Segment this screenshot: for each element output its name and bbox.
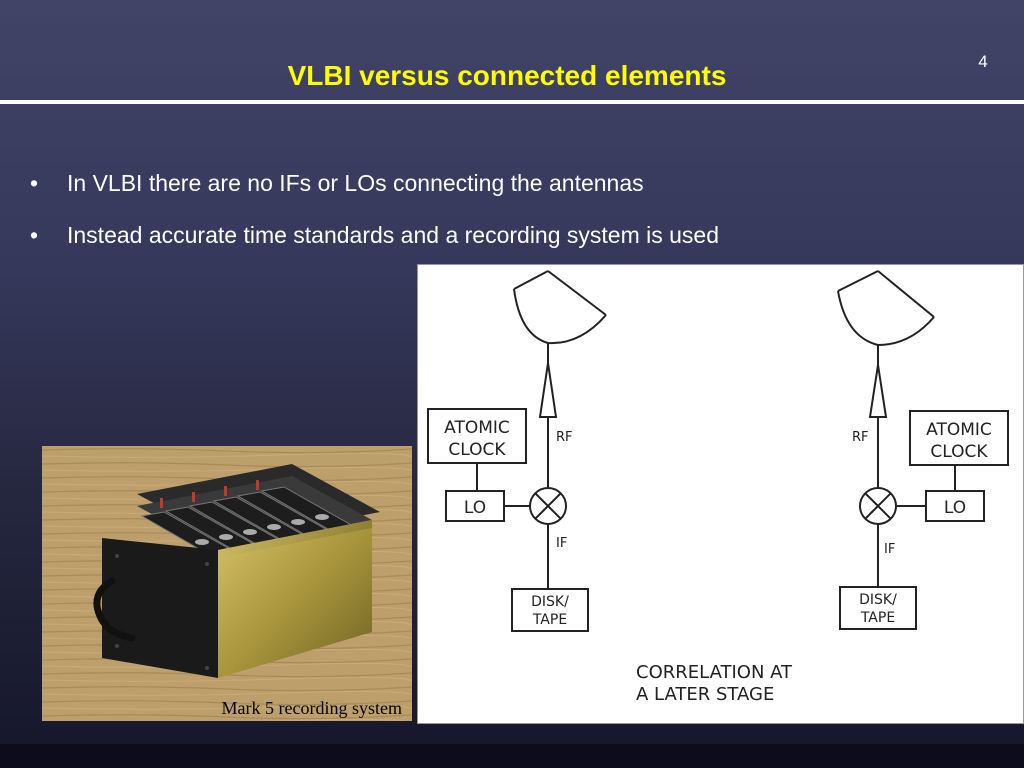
right-lo-label: LO — [944, 498, 966, 518]
footer-band — [0, 744, 1024, 768]
slide-title: VLBI versus connected elements — [287, 60, 727, 91]
left-mixer-icon — [529, 487, 567, 525]
left-if-label: IF — [556, 536, 567, 551]
right-rf-label: RF — [852, 430, 869, 445]
bullet-marker: • — [30, 222, 39, 248]
left-clock-label-1: ATOMIC — [444, 418, 510, 438]
slide-number: 4 — [978, 52, 988, 71]
mark5-illustration — [42, 446, 412, 721]
mark5-photo: Mark 5 recording system — [42, 446, 412, 721]
right-antenna-icon — [837, 270, 935, 418]
left-recorder-box — [511, 588, 589, 632]
bullet-text: Instead accurate time standards and a re… — [67, 222, 720, 248]
title-divider — [0, 100, 1024, 104]
left-rf-label: RF — [556, 430, 573, 445]
right-lo-box — [925, 490, 985, 522]
bullet-item: • Instead accurate time standards and a … — [30, 220, 719, 250]
right-if-label: IF — [884, 542, 895, 557]
correlation-note-1: CORRELATION AT — [636, 662, 793, 683]
vlbi-schematic: ATOMIC CLOCK LO RF IF DISK/ TAPE ATOMIC … — [427, 270, 1009, 705]
right-recorder-label-2: TAPE — [860, 610, 895, 626]
right-recorder-box — [839, 586, 917, 630]
right-clock-label-1: ATOMIC — [926, 420, 992, 440]
bullet-text: In VLBI there are no IFs or LOs connecti… — [67, 170, 644, 196]
left-atomic-clock-box — [427, 408, 527, 464]
left-lo-box — [445, 490, 505, 522]
left-recorder-label-2: TAPE — [532, 612, 567, 628]
left-antenna-icon — [513, 270, 607, 418]
right-recorder-label-1: DISK/ — [859, 592, 897, 608]
correlation-note-2: A LATER STAGE — [636, 684, 774, 705]
right-atomic-clock-box — [909, 410, 1009, 466]
left-lo-label: LO — [464, 498, 486, 518]
bullet-list: • In VLBI there are no IFs or LOs connec… — [30, 168, 719, 272]
left-clock-label-2: CLOCK — [448, 440, 506, 460]
right-clock-label-2: CLOCK — [930, 442, 988, 462]
photo-caption: Mark 5 recording system — [221, 698, 402, 718]
bullet-item: • In VLBI there are no IFs or LOs connec… — [30, 168, 719, 198]
bullet-marker: • — [30, 170, 39, 196]
vlbi-diagram: ATOMIC CLOCK LO RF IF DISK/ TAPE ATOMIC … — [417, 264, 1024, 724]
right-mixer-icon — [859, 487, 897, 525]
left-recorder-label-1: DISK/ — [531, 594, 569, 610]
